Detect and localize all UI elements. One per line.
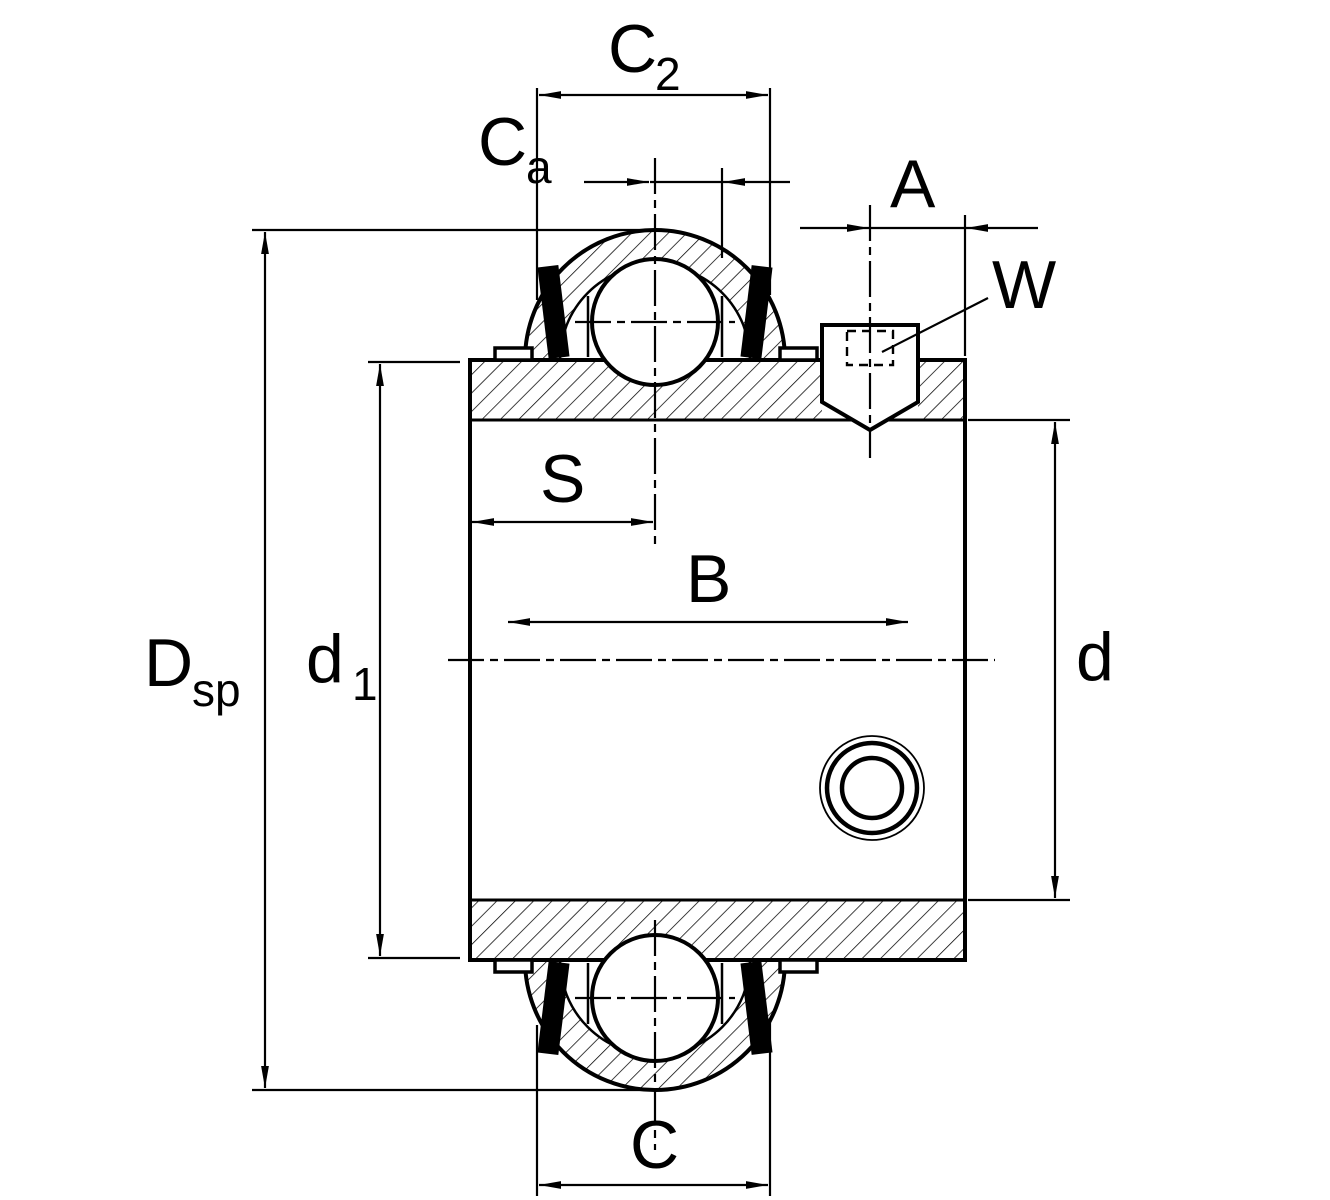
label-s: S: [540, 441, 585, 517]
label-ca: C: [478, 104, 527, 180]
flinger-bottom-left: [493, 958, 534, 974]
label-c2: C: [608, 11, 657, 87]
label-w: W: [992, 247, 1056, 323]
hole-chamfer-circle: [819, 735, 925, 841]
label-d1-sub: 1: [352, 658, 378, 710]
label-dsp-sub: sp: [192, 664, 241, 716]
label-c: C: [630, 1107, 679, 1183]
flinger-top-right: [778, 346, 819, 362]
label-b: B: [686, 541, 731, 617]
dimension-labels: C 2 C a A W S B d d 1 D sp C: [144, 11, 1114, 1183]
top-section-hatch-right: [918, 360, 965, 420]
flinger-top-left: [493, 346, 534, 362]
dimensions: [252, 88, 1070, 1196]
seal-top-left: [537, 265, 570, 359]
seal-top-right: [740, 265, 773, 359]
dimension-c: [535, 1018, 772, 1196]
dimension-a: [800, 215, 1038, 356]
label-d1: d: [306, 621, 344, 697]
dimension-d1: [368, 360, 460, 960]
hole-outer-circle: [824, 740, 920, 836]
label-ca-sub: a: [526, 141, 552, 193]
label-dsp: D: [144, 625, 193, 701]
dimension-d: [968, 418, 1070, 902]
seal-bottom-right: [740, 961, 773, 1055]
hole-inner-circle: [839, 755, 905, 821]
label-a: A: [890, 146, 936, 222]
outer-ring-bottom-hatch: [525, 960, 785, 1090]
dimension-dsp: [252, 228, 645, 1092]
seal-bottom-left: [537, 961, 570, 1055]
dimension-c2: [535, 88, 772, 300]
label-d: d: [1076, 619, 1114, 695]
outer-ring-top-hatch: [525, 230, 785, 360]
dimension-ca: [584, 168, 790, 258]
centerlines: [448, 158, 995, 1150]
set-screw-hole-front-view: [819, 735, 925, 841]
top-section-hatch: [470, 360, 822, 420]
label-c2-sub: 2: [655, 48, 681, 100]
leader-line-w: [881, 297, 989, 353]
bottom-section-hatch: [470, 900, 965, 960]
flinger-bottom-right: [778, 958, 819, 974]
